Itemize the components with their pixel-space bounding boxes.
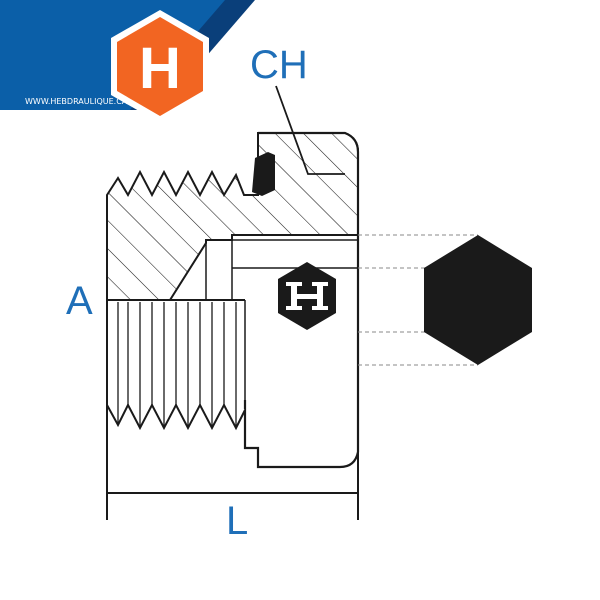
thread-flank-lines xyxy=(117,302,237,428)
brand-banner: H WWW.HEBDRAULIQUE.CA xyxy=(0,0,255,123)
internal-bore xyxy=(169,234,358,448)
website-url: WWW.HEBDRAULIQUE.CA xyxy=(25,97,128,106)
hexagon-end-view-icon xyxy=(424,235,532,365)
company-h-badge-icon: H xyxy=(111,10,209,123)
projection-lines xyxy=(358,234,478,366)
plug-body xyxy=(106,131,360,469)
label-hex-size: CH xyxy=(250,43,308,87)
label-thread: A xyxy=(66,279,93,323)
dimension-length xyxy=(106,405,359,520)
label-length: L xyxy=(226,499,248,543)
ring-groove xyxy=(252,152,275,196)
logo-letter: H xyxy=(139,36,181,101)
company-h-small-icon xyxy=(278,262,336,330)
ch-leader-line xyxy=(275,85,345,175)
hex-end-view xyxy=(358,234,532,366)
